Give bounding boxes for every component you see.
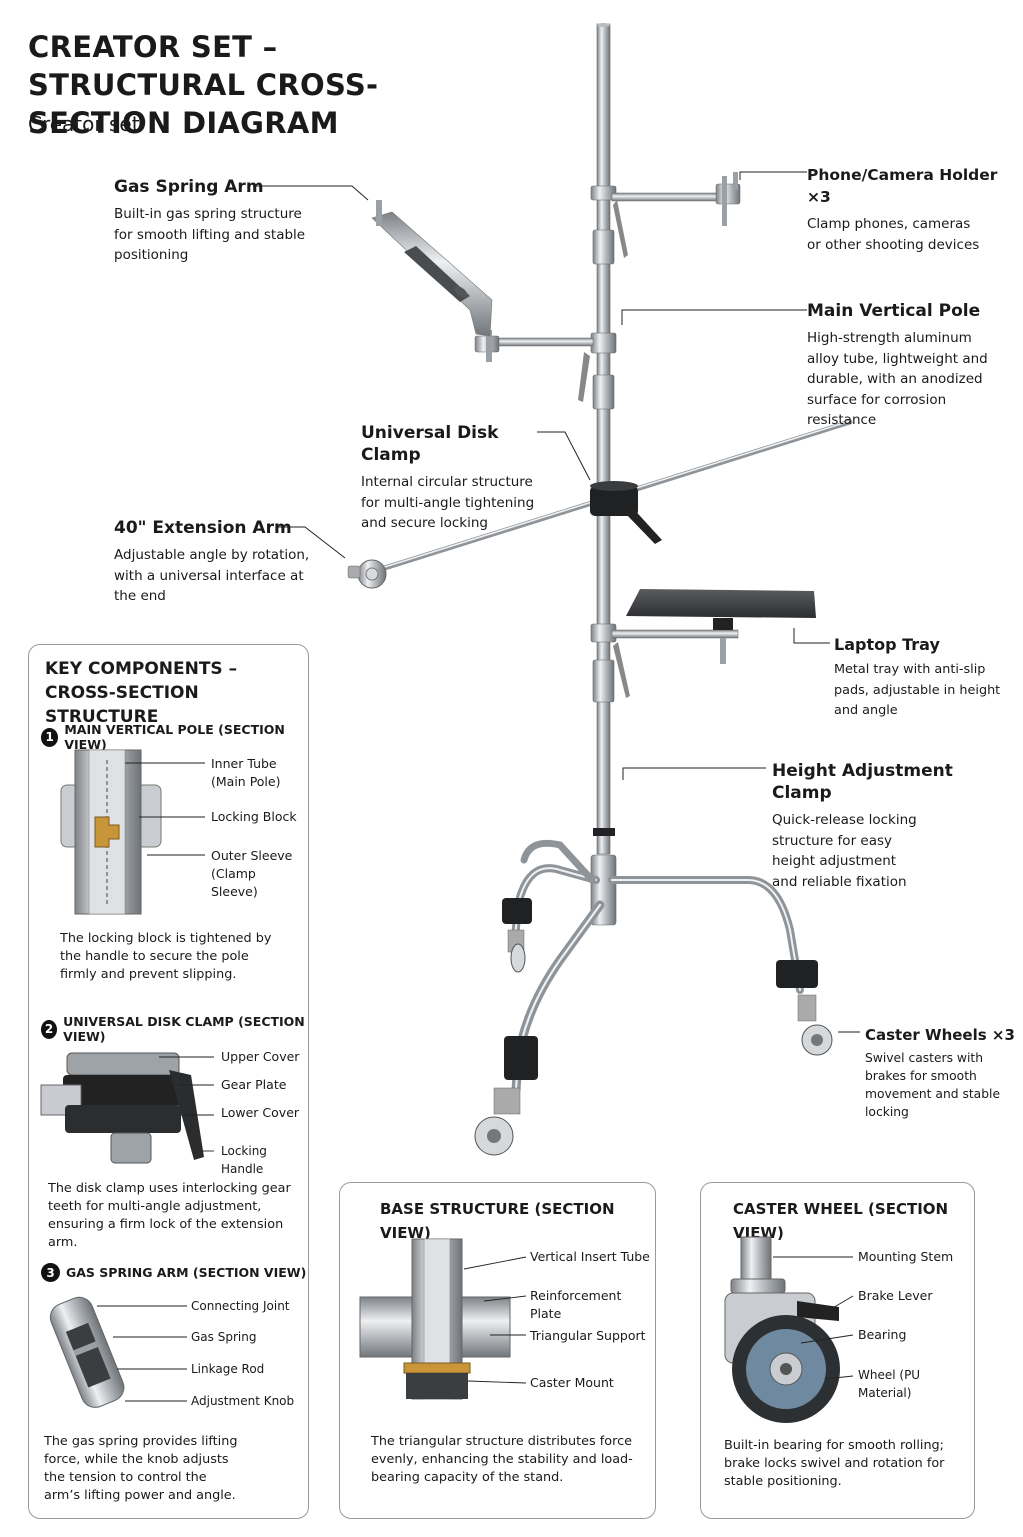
callout-desc: Clamp phones, cameras or other shooting … xyxy=(807,216,980,253)
callout-extension-arm: 40" Extension Arm Adjustable angle by ro… xyxy=(114,517,324,607)
label-caster-mount: Caster Mount xyxy=(530,1375,614,1390)
page-title: CREATOR SET – STRUCTURAL CROSS-SECTION D… xyxy=(28,30,379,140)
callout-title: Gas Spring Arm xyxy=(114,177,264,197)
section-title: UNIVERSAL DISK CLAMP (SECTION VIEW) xyxy=(63,1014,305,1044)
callout-desc: High-strength aluminum alloy tube, light… xyxy=(807,330,988,428)
base-structure-panel: BASE STRUCTURE (SECTION VIEW) Vertical I… xyxy=(339,1182,656,1519)
label-adjustment-knob: Adjustment Knob xyxy=(191,1394,295,1408)
callout-title: Caster Wheels ×3 xyxy=(865,1026,1015,1044)
callout-caster-wheels: Caster Wheels ×3 Swivel casters with bra… xyxy=(865,1024,1017,1121)
callout-phone-holder: Phone/Camera Holder ×3 Clamp phones, cam… xyxy=(807,164,1017,255)
callout-desc: Swivel casters with brakes for smooth mo… xyxy=(865,1051,1001,1119)
label-lower-cover: Lower Cover xyxy=(221,1105,300,1120)
gas-spring-arm-illustration xyxy=(371,200,594,402)
label-gas-spring: Gas Spring xyxy=(191,1330,257,1344)
section-number: 2 xyxy=(41,1019,58,1039)
callout-gas-spring-arm: Gas Spring Arm Built-in gas spring struc… xyxy=(114,176,334,266)
section-desc: The locking block is tightened by the ha… xyxy=(60,931,272,982)
label-linkage-rod: Linkage Rod xyxy=(191,1362,265,1376)
section-number: 1 xyxy=(41,727,59,747)
page-subtitle: Creator set xyxy=(28,112,140,136)
label-gear-plate: Gear Plate xyxy=(221,1077,287,1092)
label-triangular-support: Triangular Support xyxy=(530,1328,646,1343)
main-vertical-pole xyxy=(596,23,611,855)
section-number: 3 xyxy=(41,1263,60,1282)
callout-desc: Metal tray with anti-slip pads, adjustab… xyxy=(834,662,1001,718)
callout-title: 40" Extension Arm xyxy=(114,518,292,538)
section-heading: 3 GAS SPRING ARM (SECTION VIEW) xyxy=(41,1263,306,1282)
section-heading: 1 MAIN VERTICAL POLE (SECTION VIEW) xyxy=(41,722,308,752)
panel-title: KEY COMPONENTS – CROSS-SECTION STRUCTURE xyxy=(45,659,238,727)
label-upper-cover: Upper Cover xyxy=(221,1049,300,1064)
pole-section-illustration xyxy=(40,749,214,1408)
key-components-panel: KEY COMPONENTS – CROSS-SECTION STRUCTURE… xyxy=(28,644,309,1519)
label-wheel-pu: Wheel (PU Material) xyxy=(858,1368,921,1400)
callout-desc: Adjustable angle by rotation, with a uni… xyxy=(114,547,310,604)
label-locking-block: Locking Block xyxy=(211,809,297,824)
section-desc: The disk clamp uses interlocking gear te… xyxy=(48,1181,291,1250)
disk-clamp-illustration xyxy=(590,481,662,544)
callout-desc: Quick-release locking structure for easy… xyxy=(772,812,917,890)
callout-desc: Built-in gas spring structure for smooth… xyxy=(114,206,306,263)
panel-desc: The triangular structure distributes for… xyxy=(371,1434,633,1485)
label-locking-handle: Locking Handle xyxy=(221,1144,267,1176)
callout-laptop-tray: Laptop Tray Metal tray with anti-slip pa… xyxy=(834,634,1019,722)
caster-section-illustration xyxy=(724,1236,854,1423)
label-connecting-joint: Connecting Joint xyxy=(191,1299,290,1313)
caster-wheels-illustration xyxy=(474,898,833,1156)
panel-title: BASE STRUCTURE (SECTION VIEW) xyxy=(380,1200,615,1242)
label-brake-lever: Brake Lever xyxy=(858,1288,933,1303)
label-mounting-stem: Mounting Stem xyxy=(858,1249,954,1264)
label-bearing: Bearing xyxy=(858,1327,907,1342)
callout-desc: Internal circular structure for multi-an… xyxy=(361,474,535,531)
callout-title: Phone/Camera Holder ×3 xyxy=(807,166,998,206)
callout-height-clamp: Height Adjustment Clamp Quick-release lo… xyxy=(772,760,992,892)
base-legs-illustration xyxy=(510,839,804,1095)
base-section-illustration xyxy=(359,1238,527,1400)
callout-title: Height Adjustment Clamp xyxy=(772,761,953,803)
label-outer-sleeve: Outer Sleeve (Clamp Sleeve) xyxy=(211,848,293,899)
section-title: GAS SPRING ARM (SECTION VIEW) xyxy=(66,1265,307,1280)
callout-title: Universal Disk Clamp xyxy=(361,423,499,465)
caster-section-panel: CASTER WHEEL (SECTION VIEW) Mounting Ste… xyxy=(700,1182,975,1519)
callout-title: Main Vertical Pole xyxy=(807,301,981,321)
panel-desc: Built-in bearing for smooth rolling; bra… xyxy=(724,1438,945,1489)
label-reinforcement-plate: Reinforcement Plate xyxy=(530,1288,622,1321)
laptop-tray-illustration xyxy=(611,589,816,698)
section-heading: 2 UNIVERSAL DISK CLAMP (SECTION VIEW) xyxy=(41,1014,308,1044)
callout-disk-clamp: Universal Disk Clamp Internal circular s… xyxy=(361,422,561,534)
label-vertical-insert-tube: Vertical Insert Tube xyxy=(530,1249,650,1264)
section-title: MAIN VERTICAL POLE (SECTION VIEW) xyxy=(64,722,285,752)
callout-main-pole: Main Vertical Pole High-strength aluminu… xyxy=(807,300,1017,431)
section-desc: The gas spring provides lifting force, w… xyxy=(44,1434,238,1503)
label-inner-tube: Inner Tube (Main Pole) xyxy=(211,756,281,789)
callout-title: Laptop Tray xyxy=(834,635,940,654)
